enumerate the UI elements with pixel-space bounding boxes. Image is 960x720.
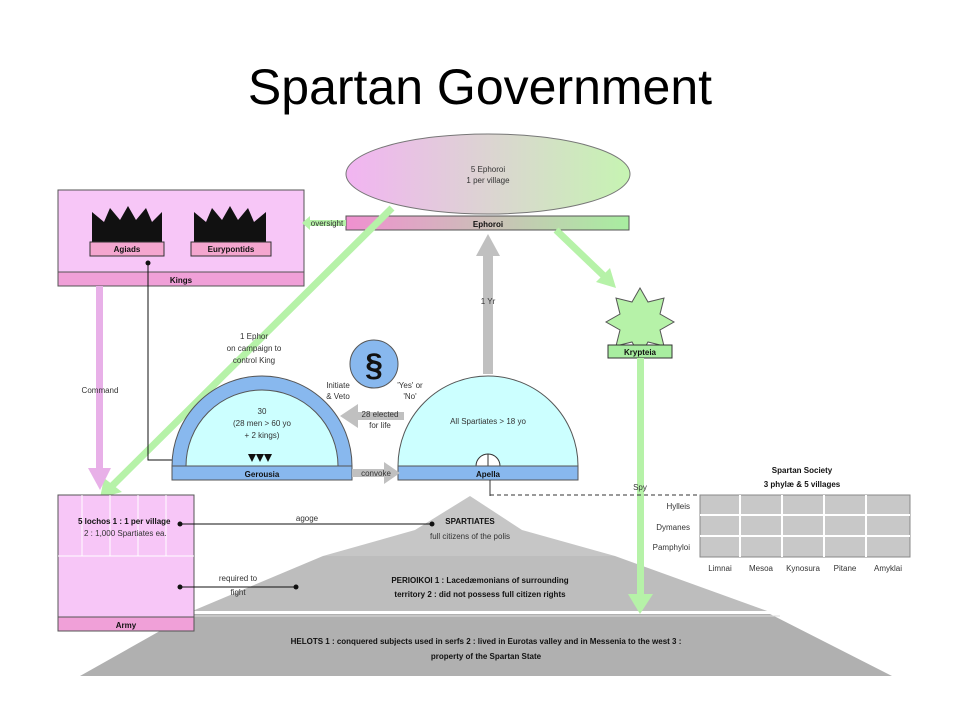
- ephoroi-group: 5 Ephoroi 1 per village Ephoroi: [345, 133, 631, 231]
- pyramid-spartiates-band: [323, 530, 615, 556]
- convoke-arrow: convoke: [352, 462, 400, 484]
- required-line1: required to: [219, 574, 258, 583]
- spy-label: Spy: [633, 483, 647, 492]
- gerousia-count: 30: [258, 407, 267, 416]
- ephor-note-line1: 1 Ephor: [240, 332, 268, 341]
- village-pitane: Pitane: [834, 564, 857, 573]
- lochos-line1: 5 lochos 1 : 1 per village: [78, 517, 171, 526]
- society-subtitle: 3 phylæ & 5 villages: [764, 480, 841, 489]
- gerousia-kings-icon: [248, 454, 256, 462]
- phyle-hylleis: Hylleis: [666, 502, 690, 511]
- initiate-line2: & Veto: [326, 392, 350, 401]
- village-amyklai: Amyklai: [874, 564, 902, 573]
- oversight-label: oversight: [311, 219, 344, 228]
- gerousia-kings: + 2 kings): [245, 431, 280, 440]
- eurypontids-crown-icon: [194, 206, 266, 242]
- slide-title: Spartan Government: [247, 59, 713, 115]
- spartiates-subtitle: full citizens of the polis: [430, 532, 510, 541]
- village-limnai: Limnai: [708, 564, 732, 573]
- eurypontids-label: Eurypontids: [208, 245, 255, 254]
- command-arrow: Command: [82, 286, 119, 490]
- society-grid: Spartan Society 3 phylæ & 5 villages Hyl…: [653, 466, 911, 573]
- agiads-label: Agiads: [114, 245, 141, 254]
- ephor-campaign-arrow: [100, 205, 395, 498]
- convoke-label: convoke: [361, 469, 391, 478]
- agoge-connector: agoge: [177, 514, 435, 527]
- ephoroi-ellipse: [345, 133, 631, 215]
- apella-group: All Spartiates > 18 yo Apella: [397, 375, 579, 481]
- oversight-arrow: oversight: [302, 216, 346, 230]
- term-label: 1 Yr: [481, 297, 496, 306]
- spy-arrow: Spy: [628, 358, 653, 614]
- society-title: Spartan Society: [772, 466, 833, 475]
- phyle-pamphyloi: Pamphyloi: [653, 543, 691, 552]
- elected-line1: 28 elected: [362, 410, 399, 419]
- kings-bar: [57, 271, 305, 287]
- village-kynosura: Kynosura: [786, 564, 820, 573]
- lochos-line2: 2 : 1,000 Spartiates ea.: [84, 529, 167, 538]
- helots-line1: HELOTS 1 : conquered subjects used in se…: [291, 637, 682, 646]
- village-mesoa: Mesoa: [749, 564, 774, 573]
- krypteia-label: Krypteia: [624, 348, 657, 357]
- apella-label: Apella: [476, 470, 501, 479]
- agiads-crown-icon: [92, 206, 162, 242]
- apella-text: All Spartiates > 18 yo: [450, 417, 526, 426]
- ephor-note-line3: control King: [233, 356, 275, 365]
- elected-arrow: 28 elected for life: [340, 404, 404, 430]
- law-symbol-icon: §: [365, 347, 383, 383]
- command-label: Command: [82, 386, 119, 395]
- ephoroi-label: Ephoroi: [473, 220, 503, 229]
- initiate-line1: Initiate: [326, 381, 350, 390]
- perioikoi-line2: territory 2 : did not possess full citiz…: [394, 590, 566, 599]
- gerousia-group: 30 (28 men > 60 yo + 2 kings) Gerousia: [171, 375, 353, 481]
- ephoroi-count: 5 Ephoroi: [471, 165, 505, 174]
- gerousia-label: Gerousia: [245, 470, 280, 479]
- elected-line2: for life: [369, 421, 391, 430]
- ephoroi-per-village: 1 per village: [466, 176, 510, 185]
- phyle-dymanes: Dymanes: [656, 523, 690, 532]
- krypteia-arrow: [553, 227, 616, 288]
- gerousia-composition: (28 men > 60 yo: [233, 419, 292, 428]
- krypteia-group: Krypteia: [604, 286, 676, 359]
- pyramid-perioikoi-tier: [190, 556, 770, 612]
- social-pyramid: [80, 496, 892, 676]
- army-label: Army: [116, 621, 137, 630]
- agoge-label: agoge: [296, 514, 319, 523]
- yes-no-line2: 'No': [403, 392, 417, 401]
- law-group: § Initiate & Veto 'Yes' or 'No': [326, 339, 423, 401]
- term-arrow: 1 Yr: [476, 234, 500, 374]
- law-symbol-circle: [349, 339, 399, 389]
- kings-label: Kings: [170, 276, 193, 285]
- ephor-note-line2: on campaign to: [227, 344, 282, 353]
- pyramid-helots-tier: [80, 614, 892, 676]
- eurypontids-label-box: [190, 241, 272, 257]
- helots-line2: property of the Spartan State: [431, 652, 542, 661]
- agiads-label-box: [89, 241, 165, 257]
- army-box: 5 lochos 1 : 1 per village 2 : 1,000 Spa…: [57, 494, 195, 632]
- perioikoi-line1: PERIOIKOI 1 : Lacedæmonians of surroundi…: [391, 576, 568, 585]
- required-line2: fight: [230, 588, 246, 597]
- army-bar: [57, 616, 195, 632]
- pyramid-spartiates-tier: [415, 496, 522, 530]
- kings-box: Agiads Eurypontids Kings: [57, 189, 305, 287]
- required-connector: required to fight: [177, 574, 299, 597]
- yes-no-line1: 'Yes' or: [397, 381, 423, 390]
- spartiates-title: SPARTIATES: [445, 517, 495, 526]
